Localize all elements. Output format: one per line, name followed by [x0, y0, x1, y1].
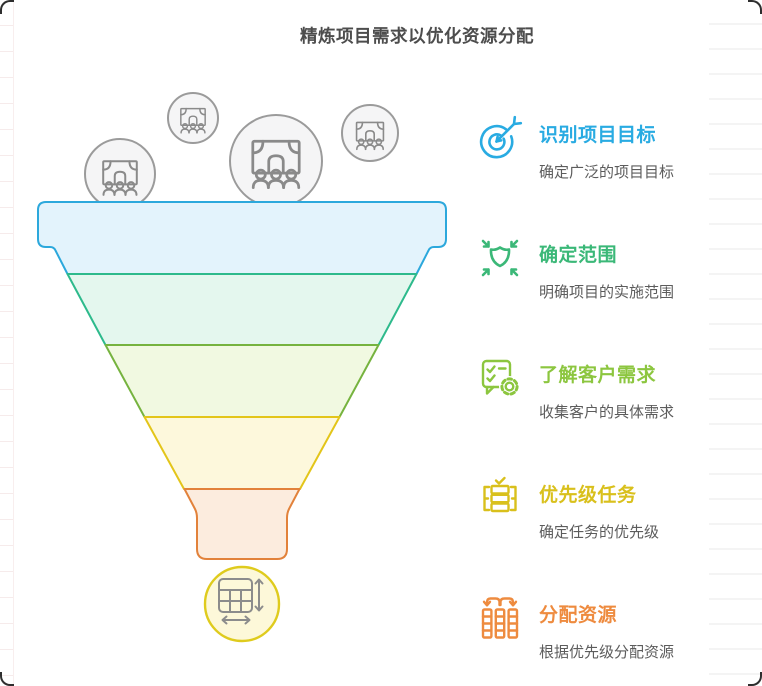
item-title: 确定范围: [539, 245, 618, 266]
funnel-outlet: [203, 565, 281, 643]
item-title: 优先级任务: [539, 485, 637, 506]
funnel-stage-5: [183, 488, 301, 560]
shield-focus-icon: [476, 234, 524, 282]
item-description: 根据优先级分配资源: [539, 644, 675, 661]
stakeholder-circles: [84, 92, 399, 210]
funnel-stage-4: [143, 416, 341, 490]
checklist-gear-icon: [476, 354, 524, 402]
item-description: 明确项目的实施范围: [539, 284, 675, 301]
stakeholder-circle: [167, 92, 219, 144]
item-description: 收集客户的具体需求: [539, 404, 675, 421]
legend-item-5: 分配资源 根据优先级分配资源: [476, 594, 746, 662]
legend-item-2: 确定范围 明确项目的实施范围: [476, 234, 746, 302]
table-resize-icon: [218, 578, 264, 625]
priority-list-icon: [476, 474, 524, 522]
target-arrow-icon: [476, 114, 524, 162]
stakeholder-circle: [229, 114, 323, 208]
allocate-resources-icon: [476, 594, 524, 642]
item-description: 确定任务的优先级: [539, 524, 660, 541]
item-title: 识别项目目标: [539, 125, 657, 146]
funnel-stage-1: [37, 201, 447, 275]
funnel-stage-2: [66, 273, 418, 346]
funnel-stages: [37, 201, 447, 560]
legend-item-1: 识别项目目标 确定广泛的项目目标: [476, 114, 746, 182]
funnel-stage-3: [104, 344, 380, 418]
item-title: 了解客户需求: [539, 365, 657, 386]
page-title: 精炼项目需求以优化资源分配: [300, 26, 534, 46]
legend-item-4: 优先级任务 确定任务的优先级: [476, 474, 746, 542]
stakeholder-circle: [84, 138, 156, 210]
legend-item-3: 了解客户需求 收集客户的具体需求: [476, 354, 746, 422]
item-description: 确定广泛的项目目标: [539, 164, 675, 181]
item-title: 分配资源: [539, 605, 618, 626]
stakeholder-circle: [341, 104, 399, 162]
